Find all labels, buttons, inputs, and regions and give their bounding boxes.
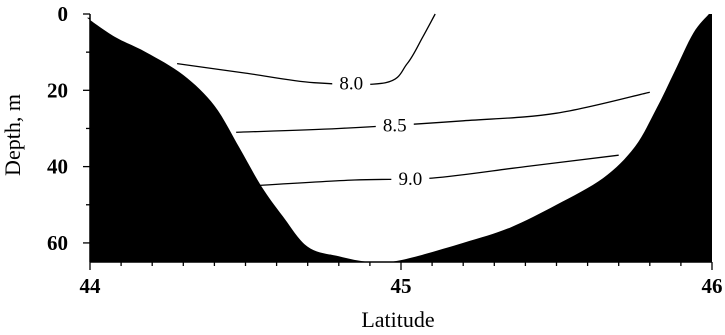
seabed-bathymetry — [86, 14, 712, 263]
x-tick-label: 45 — [391, 274, 412, 298]
contour-label-bg-1 — [375, 113, 414, 136]
x-tick-label: 46 — [702, 274, 723, 298]
contour-line-1 — [236, 91, 650, 133]
y-axis-label: Depth, m — [0, 94, 25, 176]
contour-label-1: 8.5 — [383, 116, 407, 137]
contour-label-bg-0 — [332, 71, 371, 94]
contour-line-2 — [254, 154, 619, 187]
y-tick-label: 0 — [58, 2, 69, 26]
y-tick-label: 20 — [47, 78, 68, 102]
plot-area: 8.0 8.5 9.0 — [86, 13, 712, 263]
x-axis-label: Latitude — [361, 307, 434, 332]
y-tick-label: 60 — [47, 231, 68, 255]
contour-label-2: 9.0 — [398, 169, 422, 190]
x-tick-label: 44 — [80, 274, 102, 298]
contour-labels: 8.0 8.5 9.0 — [332, 71, 430, 190]
contour-line-0 — [177, 13, 436, 86]
axes: 0 20 40 60 44 45 46 — [47, 2, 723, 298]
contour-lines — [177, 13, 650, 187]
contour-label-0: 8.0 — [339, 74, 363, 95]
y-tick-label: 40 — [47, 155, 68, 179]
contour-label-bg-2 — [391, 167, 430, 190]
